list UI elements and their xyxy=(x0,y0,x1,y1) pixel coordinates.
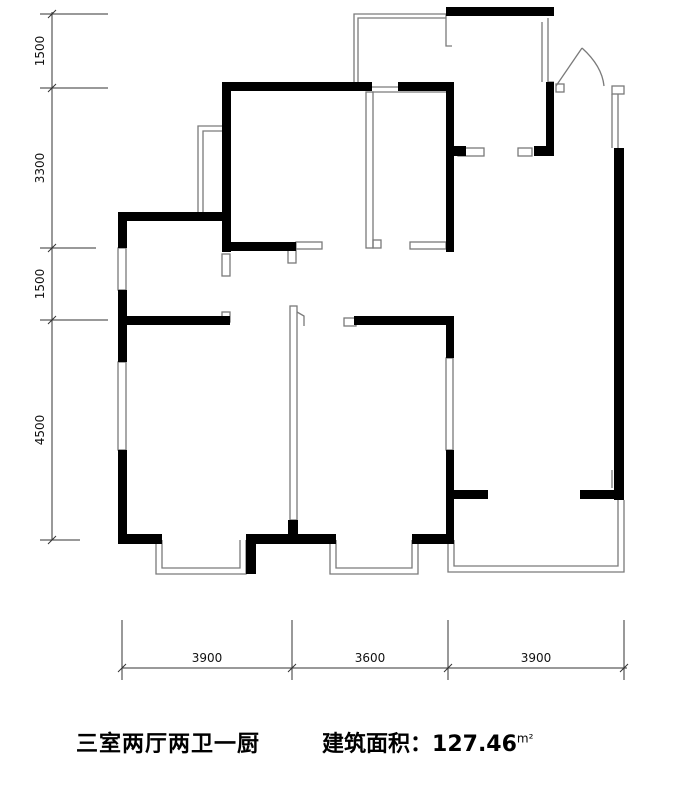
left-dimension-chain: 1500 3300 1500 4500 xyxy=(33,9,108,545)
dim-left-3: 1500 xyxy=(33,269,47,300)
area-value: 127.46 xyxy=(432,732,517,757)
area-caption: 建筑面积：127.46m² xyxy=(322,726,533,758)
dim-left-2: 3300 xyxy=(33,153,47,184)
area-label: 建筑面积： xyxy=(322,732,433,757)
dim-left-1: 1500 xyxy=(33,36,47,67)
dim-left-4: 4500 xyxy=(33,415,47,446)
dim-bottom-3: 3900 xyxy=(521,651,552,665)
dim-bottom-1: 3900 xyxy=(192,651,223,665)
bottom-dimension-chain: 3900 3600 3900 xyxy=(117,620,629,680)
area-unit: m² xyxy=(516,731,534,746)
walls xyxy=(118,7,624,574)
layout-caption: 三室两厅两卫一厨 xyxy=(76,732,261,757)
dim-bottom-2: 3600 xyxy=(355,651,386,665)
